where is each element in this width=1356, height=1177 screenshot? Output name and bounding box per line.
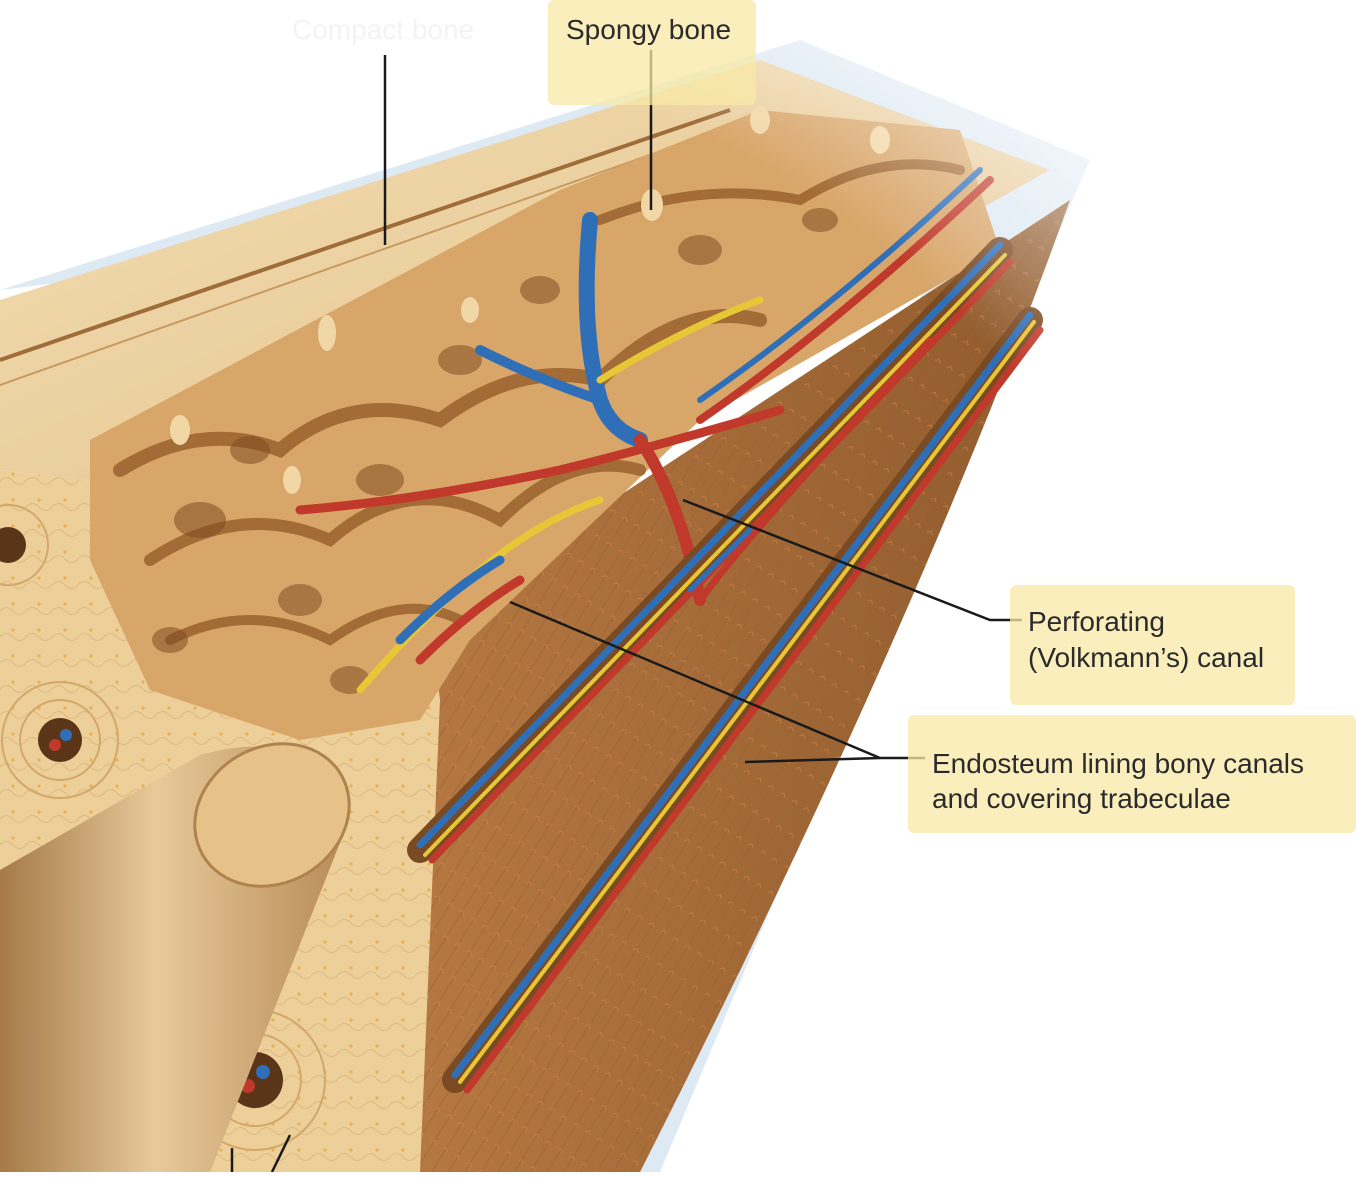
perforating-highlight xyxy=(1010,585,1295,705)
endosteum-highlight xyxy=(908,715,1356,833)
spongy-bone-label: Spongy bone xyxy=(566,14,732,45)
perforating-canal-label-line2: (Volkmann’s) canal xyxy=(1028,642,1265,673)
compact-bone-label: Compact bone xyxy=(292,14,475,45)
endosteum-leader-2 xyxy=(744,756,881,764)
lower-leader-2 xyxy=(270,1134,292,1173)
endosteum-label-line1: Endosteum lining bony canals xyxy=(932,748,1305,779)
perforating-canal-label-line1: Perforating xyxy=(1028,606,1165,637)
endosteum-label-line2: and covering trabeculae xyxy=(932,783,1231,814)
spongy-bone-highlight xyxy=(548,0,756,105)
